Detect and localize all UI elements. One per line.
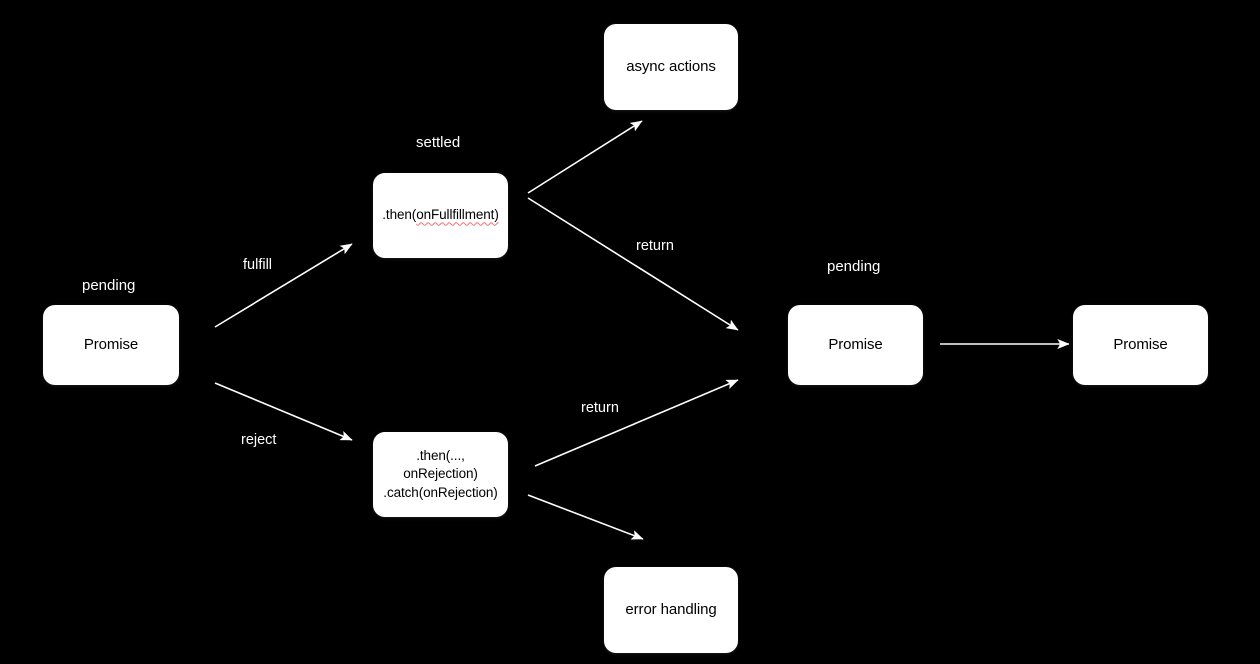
node-then-reject: .then(..., onRejection) .catch(onRejecti…	[373, 432, 508, 517]
state-label-settled: settled	[416, 134, 461, 151]
node-promise-chained: Promise	[1073, 305, 1208, 385]
edge-return-reject-edge	[534, 379, 739, 467]
node-label: error handling	[625, 600, 717, 618]
edge-reject-edge	[214, 382, 353, 441]
edge-async-actions-edge	[527, 120, 643, 194]
edge-label-fulfill-label: fulfill	[243, 257, 273, 273]
node-label: .then(..., onRejection) .catch(onRejecti…	[383, 448, 498, 500]
edge-label-return-upper-label: return	[636, 238, 674, 254]
node-label: .then(onFullfillment)	[382, 207, 499, 223]
edge-group	[214, 120, 1070, 540]
node-label: Promise	[828, 335, 883, 353]
edge-error-handling-edge	[527, 494, 644, 540]
node-async-actions: async actions	[604, 24, 738, 110]
node-label: Promise	[1113, 335, 1168, 353]
node-then-fulfill: .then(onFullfillment)	[373, 173, 508, 258]
state-label-pending-left: pending	[82, 277, 136, 294]
edge-label-return-lower-label: return	[581, 400, 619, 416]
state-label-pending-right: pending	[827, 258, 881, 275]
node-label: Promise	[83, 335, 139, 353]
node-promise-returned: Promise	[788, 305, 923, 385]
spellcheck-underline: onFullfillment)	[416, 207, 499, 223]
edge-return-fulfill-edge	[527, 197, 739, 331]
node-label: async actions	[626, 57, 716, 75]
node-error-handling: error handling	[604, 567, 738, 653]
edge-label-reject-label: reject	[241, 432, 277, 448]
node-promise-pending: Promise	[43, 305, 179, 385]
edge-fulfill-edge	[214, 243, 353, 328]
